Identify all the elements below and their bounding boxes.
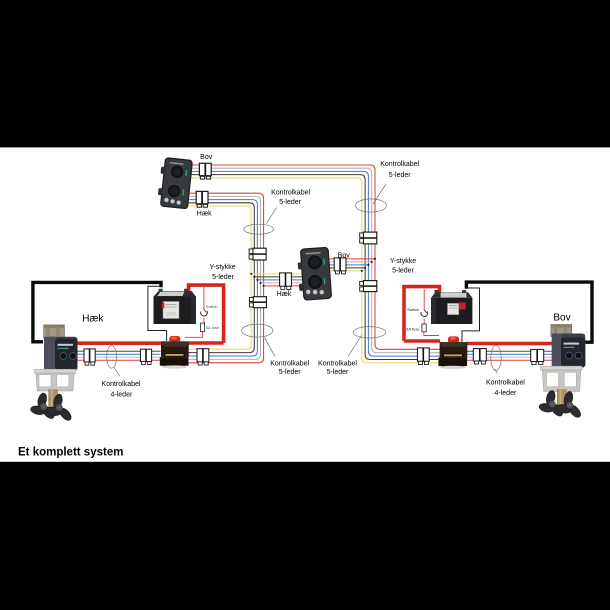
svg-text:5A fuse: 5A fuse <box>406 327 420 332</box>
svg-text:Hæk: Hæk <box>277 291 292 298</box>
svg-text:5-leder: 5-leder <box>279 199 301 206</box>
svg-text:Kontrolkabel: Kontrolkabel <box>380 161 419 168</box>
svg-text:Y-stykke: Y-stykke <box>390 258 416 265</box>
svg-text:5A fuse: 5A fuse <box>206 325 220 330</box>
svg-text:Kontrolkabel: Kontrolkabel <box>318 361 357 368</box>
svg-text:5-leder: 5-leder <box>212 274 234 281</box>
svg-text:5-leder: 5-leder <box>279 369 301 376</box>
svg-text:Kontrolkabel: Kontrolkabel <box>102 381 141 388</box>
svg-text:Y-stykke: Y-stykke <box>209 264 235 271</box>
svg-text:Et komplett system: Et komplett system <box>18 446 123 458</box>
svg-text:Switch: Switch <box>407 307 419 312</box>
svg-text:Hæk: Hæk <box>82 313 104 324</box>
svg-text:Bov: Bov <box>338 252 351 259</box>
svg-text:Kontrolkabel: Kontrolkabel <box>271 189 310 196</box>
svg-text:Bov: Bov <box>553 313 570 324</box>
svg-text:Kontrolkabel: Kontrolkabel <box>486 379 525 386</box>
svg-text:Switch: Switch <box>206 304 218 309</box>
svg-text:4-leder: 4-leder <box>495 390 517 397</box>
svg-text:Kontrolkabel: Kontrolkabel <box>270 361 309 368</box>
svg-text:4-leder: 4-leder <box>111 392 133 399</box>
svg-text:5-leder: 5-leder <box>389 172 411 179</box>
svg-text:5-leder: 5-leder <box>392 268 414 275</box>
svg-text:5-leder: 5-leder <box>327 369 349 376</box>
svg-text:Hæk: Hæk <box>197 211 212 218</box>
svg-text:Bov: Bov <box>200 154 213 161</box>
